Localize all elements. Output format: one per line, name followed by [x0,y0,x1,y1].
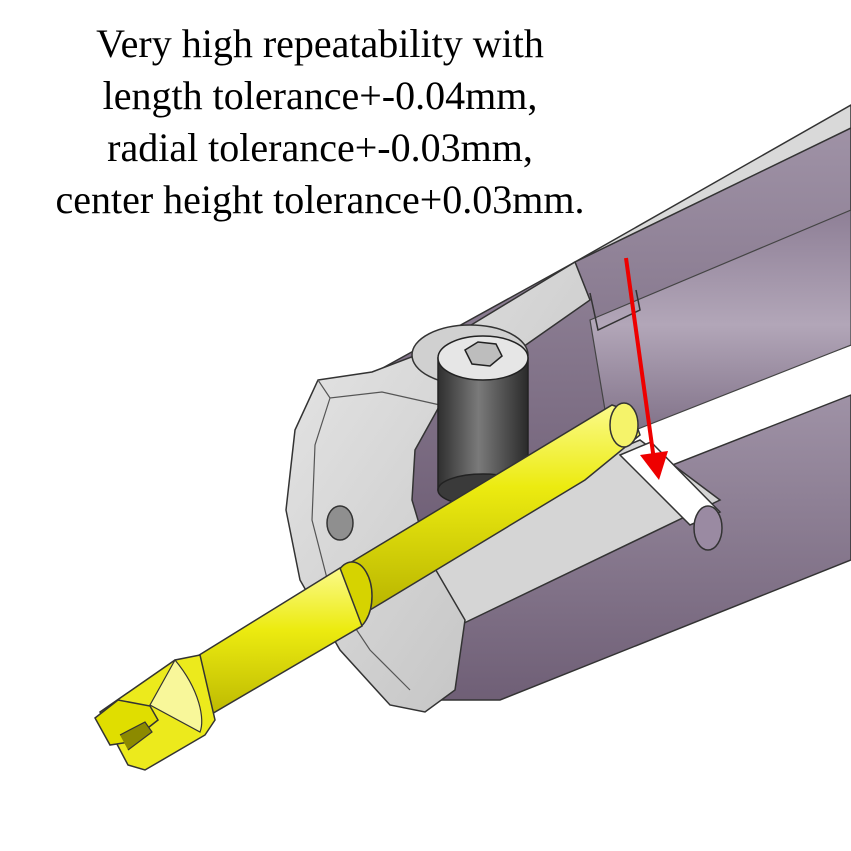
coolant-hole [326,505,354,541]
caption: Very high repeatability with length tole… [0,18,640,226]
holder-chamfer [311,379,441,691]
caption-line-2: length tolerance+-0.04mm, [102,73,538,118]
caption-line-3: radial tolerance+-0.03mm, [107,125,533,170]
bar-shank-end [609,402,639,448]
holder-slot-step [589,289,641,332]
reference-gap [618,441,722,526]
caption-line-4: center height tolerance+0.03mm. [55,177,585,222]
side-hole [693,505,723,551]
cutting-tip [94,699,159,746]
bar-head-flat [149,658,203,733]
holder-bore [589,209,851,441]
hex-socket-icon [464,341,503,367]
arrow-head-icon [640,451,668,480]
caption-line-1: Very high repeatability with [96,21,544,66]
cutting-edge [119,721,153,751]
pointer-arrow [624,257,668,480]
boring-bar [94,402,641,771]
arrow-shaft [624,257,656,461]
